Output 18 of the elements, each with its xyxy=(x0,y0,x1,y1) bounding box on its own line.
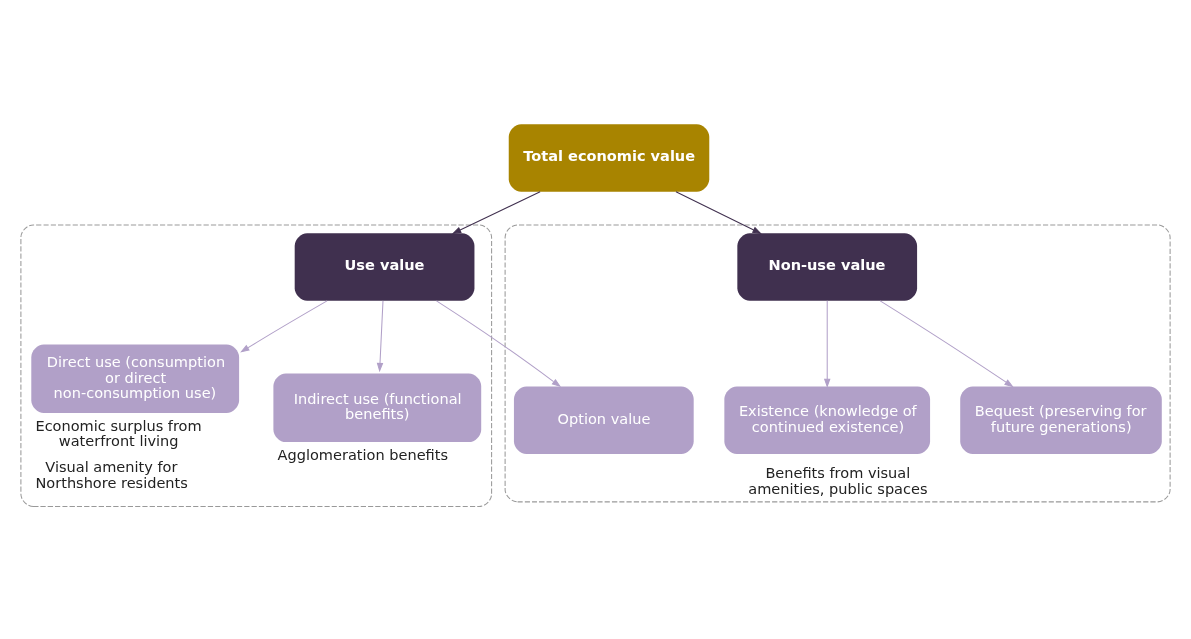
node-box: Direct use (consumption or direct non-consumption use) xyxy=(31,344,240,413)
arrow xyxy=(451,191,541,234)
node-box: Non-use value xyxy=(737,233,918,301)
node-label: Economic surplus from waterfront living xyxy=(35,417,202,450)
arrow xyxy=(376,300,384,373)
node-box: Use value xyxy=(294,233,475,301)
arrow xyxy=(435,300,562,388)
node-label: Visual amenity for Northshore residents xyxy=(35,459,188,492)
arrow xyxy=(675,191,762,234)
arrow xyxy=(879,300,1014,388)
arrow xyxy=(240,300,328,353)
node-box: Total economic value xyxy=(508,124,710,192)
node-box: Bequest (preserving for future generations) xyxy=(960,386,1162,455)
node-box: Existence (knowledge of continued existence) xyxy=(724,386,931,455)
node-box: Indirect use (functional benefits) xyxy=(273,373,482,443)
node-box: Option value xyxy=(513,386,694,455)
node-label: Agglomeration benefits xyxy=(277,446,449,463)
arrow xyxy=(823,300,831,389)
